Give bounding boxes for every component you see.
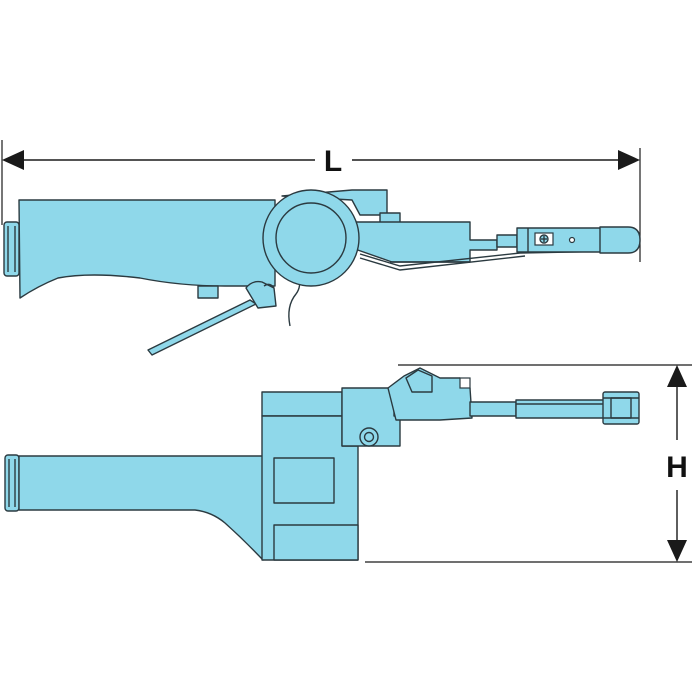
- belt-sander-top-view: [4, 367, 640, 561]
- height-arrow-top: [667, 365, 687, 387]
- tension-lever-tip: [405, 369, 433, 393]
- drive-wheel-inner: [275, 202, 347, 274]
- belt-arm-head: [516, 227, 609, 253]
- handle-body-top: [18, 455, 264, 561]
- pin-hole: [568, 236, 576, 244]
- lock-button: [197, 285, 219, 299]
- front-roller-core: [610, 397, 632, 419]
- length-arrow-left: [2, 150, 24, 170]
- handle-body: [18, 199, 276, 299]
- lever-hook: [263, 283, 275, 289]
- arm-rod-top-2: [515, 399, 607, 419]
- housing-panel-lower: [273, 524, 359, 561]
- belt-sander-side-view: [3, 189, 641, 356]
- sander-arm: [349, 221, 498, 263]
- housing-panel-upper: [273, 457, 335, 504]
- lever-pivot: [245, 280, 277, 309]
- front-roller: [599, 226, 641, 254]
- height-arrow-bottom: [667, 540, 687, 562]
- throttle-lever: [147, 299, 257, 356]
- lever-slot: [459, 377, 471, 389]
- arm-rod-top: [469, 401, 517, 417]
- motor-housing: [261, 391, 343, 417]
- belt-lower-2: [359, 255, 526, 271]
- tension-knob-inner: [363, 431, 375, 443]
- dimension-length: L: [1, 140, 641, 262]
- extension-rod: [496, 234, 518, 248]
- rear-end-cap: [3, 221, 20, 277]
- length-arrow-right: [618, 150, 640, 170]
- rear-end-cap-top: [4, 454, 20, 512]
- length-label: L: [324, 145, 342, 178]
- height-label: H: [666, 451, 688, 484]
- dimension-height: H: [365, 364, 692, 563]
